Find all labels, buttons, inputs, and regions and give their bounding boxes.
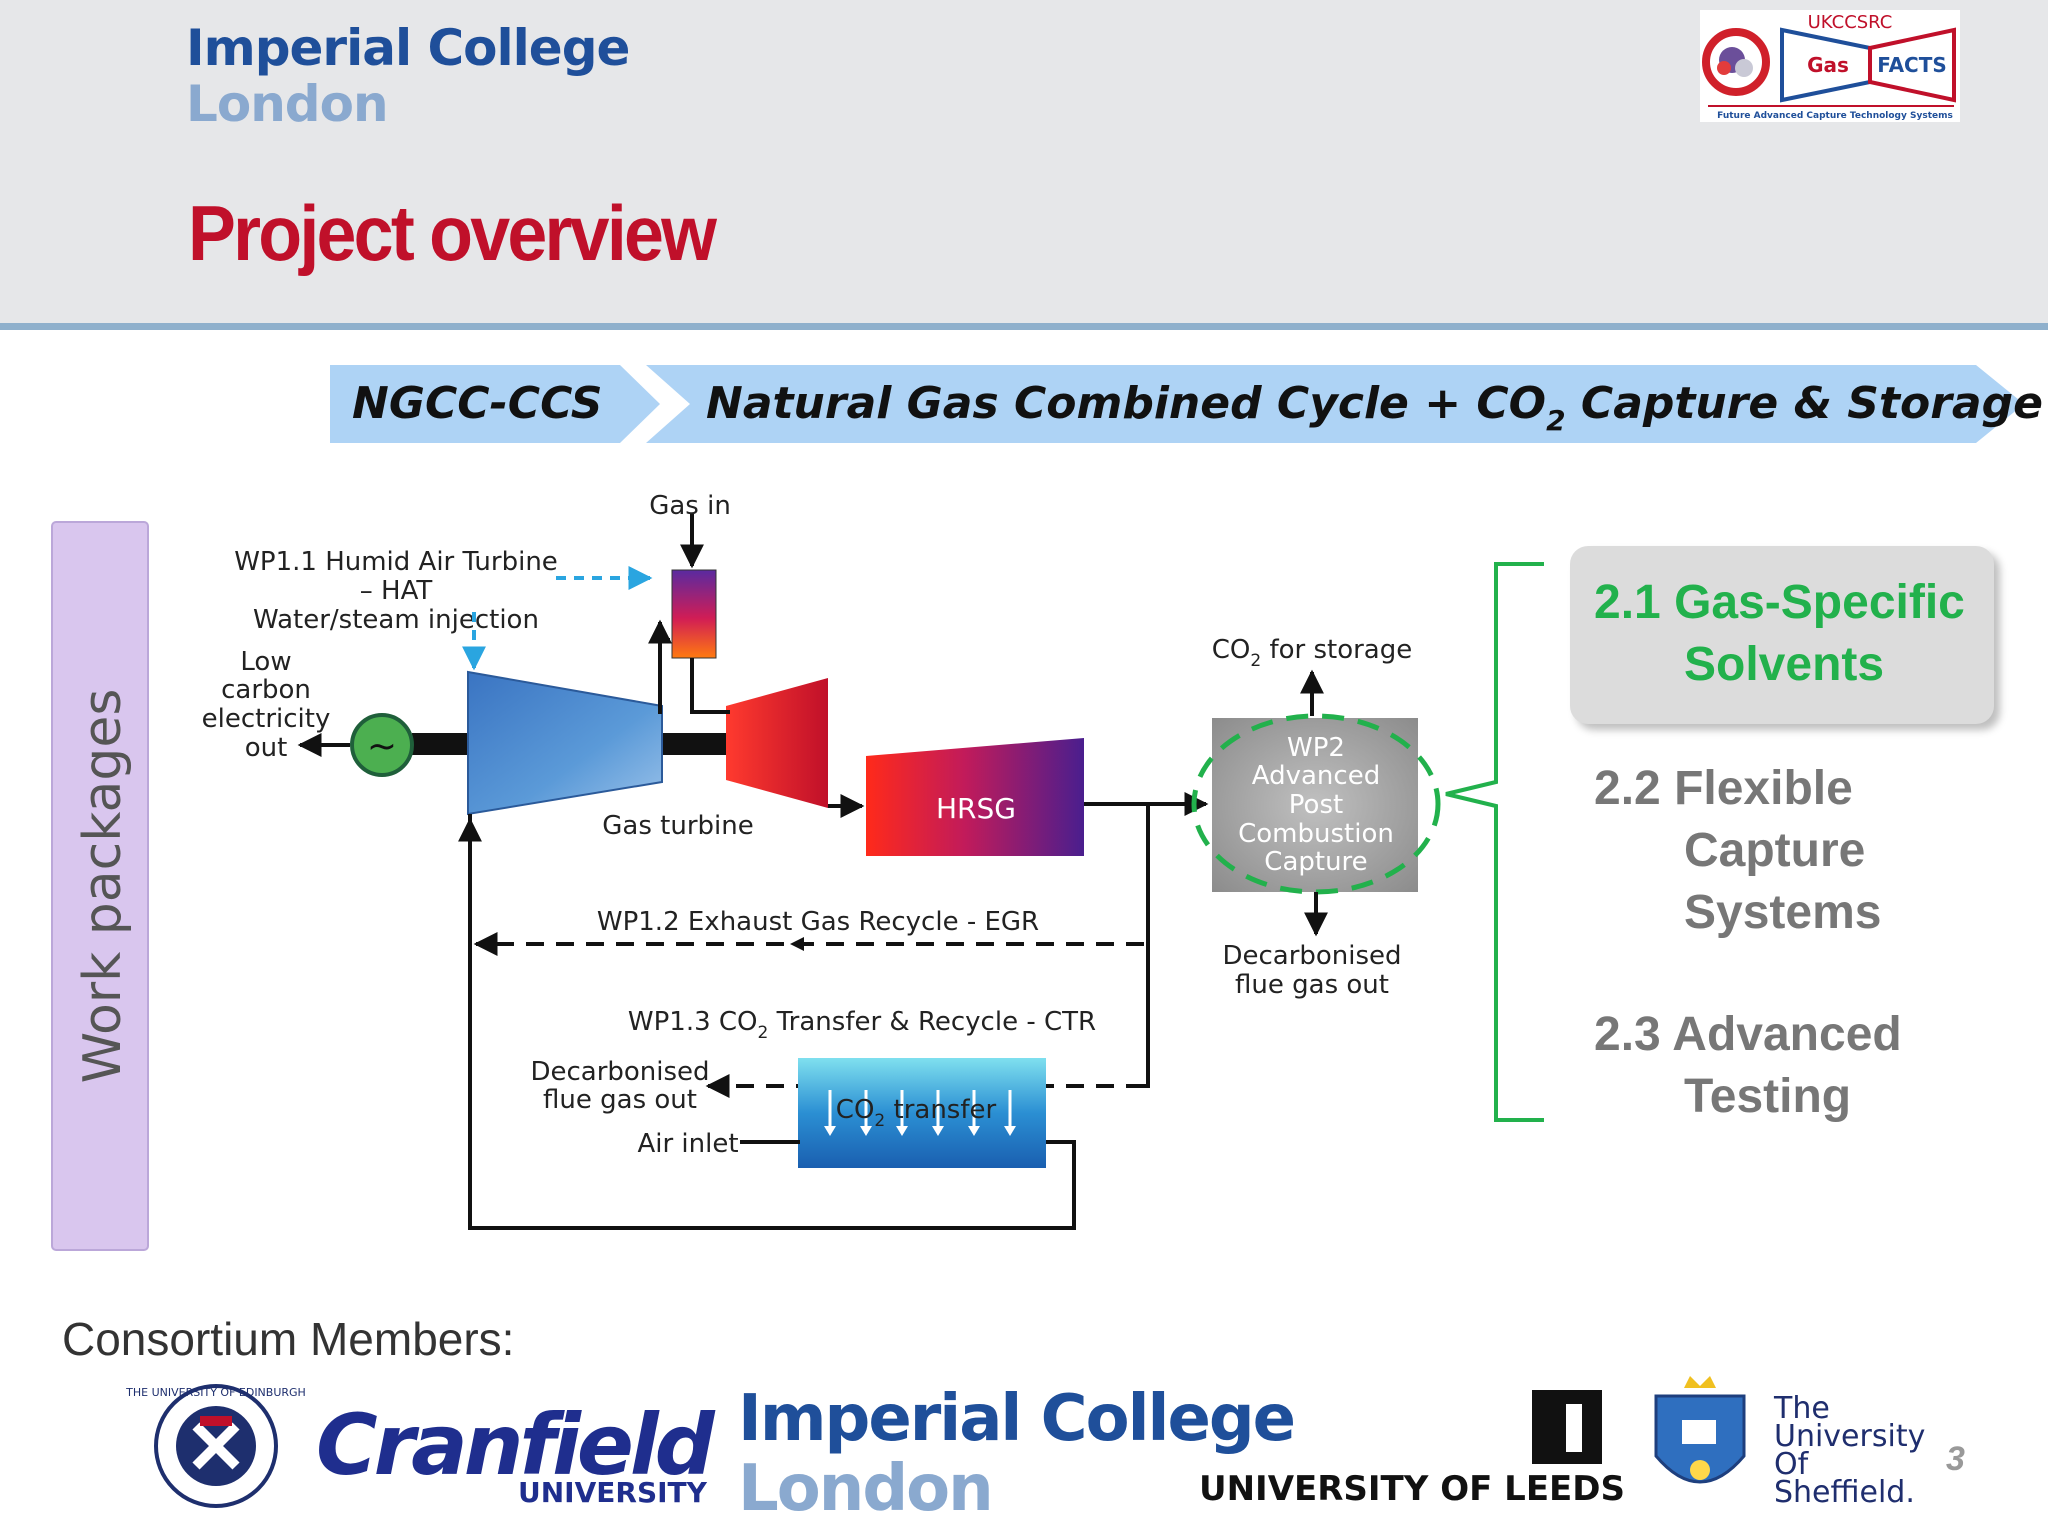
- gas-turbine-label: Gas turbine: [602, 811, 753, 841]
- wp-title-line1: Gas-Specific: [1674, 576, 1965, 629]
- sheffield-line2: University: [1774, 1419, 1925, 1454]
- transfer-arrows: [828, 1090, 1012, 1128]
- work-packages-box: [51, 521, 149, 1251]
- consortium-label: Consortium Members:: [62, 1313, 515, 1365]
- wp2-line5: Capture: [1264, 847, 1367, 877]
- gasfacts-tagline: Future Advanced Capture Technology Syste…: [1717, 111, 1953, 121]
- sheffield-line1: The: [1773, 1391, 1830, 1426]
- wp2-line4: Combustion: [1238, 819, 1394, 849]
- combustor-to-turbine-line: [690, 658, 730, 714]
- green-bracket: [1445, 562, 1544, 1122]
- low-carbon-line1: Low: [240, 647, 291, 677]
- wp-title-line3: Systems: [1684, 886, 1882, 939]
- generator-shaft: [412, 733, 472, 755]
- wp2-line3: Post: [1289, 790, 1343, 820]
- header-divider: [0, 323, 2048, 330]
- compressor-shape: [467, 670, 663, 816]
- work-packages-label: Work packages: [73, 689, 133, 1084]
- wp2-line2: Advanced: [1252, 761, 1380, 791]
- imperial-member-line2: London: [738, 1452, 992, 1526]
- low-carbon-line4: out: [245, 733, 288, 763]
- edinburgh-ring-text: THE UNIVERSITY OF EDINBURGH: [125, 1386, 306, 1399]
- page-number: 3: [1946, 1440, 1965, 1478]
- sheffield-line3: Of: [1774, 1447, 1810, 1482]
- compressor-to-combustor-line: [658, 638, 670, 714]
- decarbonised-right-line1: Decarbonised: [1222, 941, 1401, 971]
- wp-title-line2: Capture: [1684, 824, 1866, 877]
- work-package-2-2: 2.2 Flexible Capture Systems: [1594, 758, 1881, 944]
- leeds-logo-text: UNIVERSITY OF LEEDS: [1199, 1469, 1625, 1509]
- gas-in-label: Gas in: [649, 491, 731, 521]
- work-package-2-1: 2.1 Gas-Specific Solvents: [1594, 572, 1965, 696]
- wp-title-line1: Advanced: [1672, 1008, 1902, 1061]
- banner-long-chevron: [646, 365, 2024, 443]
- highlight-box-2-1: [1570, 546, 1994, 724]
- recirculation-loop-line: [468, 814, 1076, 1230]
- combustor-shape: [671, 569, 717, 659]
- imperial-college-logo: Imperial College London: [186, 19, 630, 133]
- imperial-member-line1: Imperial College: [738, 1382, 1294, 1456]
- wp11-line3: Water/steam injection: [253, 605, 539, 635]
- wp11-line2: – HAT: [360, 576, 433, 606]
- egr-mid-arrow-icon: [790, 937, 804, 951]
- co2-transfer-label: CO2 transfer: [836, 1095, 997, 1131]
- sheffield-crest-icon: [1654, 1376, 1746, 1484]
- decarbonised-right-line2: flue gas out: [1235, 970, 1389, 1000]
- cranfield-university-text: UNIVERSITY: [518, 1476, 708, 1509]
- hrsg-shape: [866, 738, 1084, 856]
- wp13-label: WP1.3 CO2 Transfer & Recycle - CTR: [628, 1007, 1096, 1043]
- low-carbon-line3: electricity: [202, 704, 331, 734]
- logo-line-2: London: [186, 75, 389, 133]
- gasfacts-facts-text: FACTS: [1877, 53, 1947, 77]
- turbine-shaft: [660, 733, 730, 755]
- cranfield-logo: Cranfield: [316, 1396, 716, 1494]
- banner-short-chevron: [330, 365, 660, 443]
- wp11-line1: WP1.1 Humid Air Turbine: [234, 547, 558, 577]
- air-inlet-label: Air inlet: [637, 1129, 738, 1159]
- wp-title-line2: Testing: [1684, 1070, 1852, 1123]
- generator-symbol: ~: [367, 726, 397, 767]
- page-title: Project overview: [188, 189, 717, 277]
- hrsg-label: HRSG: [936, 792, 1016, 825]
- gasfacts-top-text: UKCCSRC: [1808, 12, 1893, 33]
- wp-number: 2.2: [1594, 762, 1661, 815]
- low-carbon-line2: carbon: [221, 675, 311, 705]
- co2-transfer-unit: [798, 1058, 1046, 1168]
- banner-long-text: Natural Gas Combined Cycle + CO2 Capture…: [706, 378, 2043, 437]
- edinburgh-logo: THE UNIVERSITY OF EDINBURGH: [125, 1384, 306, 1508]
- logo-line-1: Imperial College: [186, 19, 630, 77]
- turbine-shape: [726, 678, 828, 808]
- gasfacts-logo: UKCCSRC Gas FACTS Future Advanced Captur…: [1700, 10, 1960, 122]
- gasfacts-ring-icon: [1702, 28, 1770, 96]
- decarbonised-left-line1: Decarbonised: [530, 1057, 709, 1087]
- decarbonised-left-line2: flue gas out: [543, 1085, 697, 1115]
- wp-number: 2.1: [1594, 576, 1661, 629]
- work-package-2-3: 2.3 Advanced Testing: [1594, 1004, 1902, 1128]
- wp-number: 2.3: [1594, 1008, 1661, 1061]
- wp2-box: [1212, 718, 1418, 892]
- co2-storage-label: CO2 for storage: [1212, 635, 1413, 671]
- wp2-line1: WP2: [1287, 733, 1345, 763]
- wp12-label: WP1.2 Exhaust Gas Recycle - EGR: [597, 907, 1039, 937]
- wp-title-line2: Solvents: [1684, 638, 1885, 691]
- banner-short-text: NGCC-CCS: [352, 378, 603, 429]
- sheffield-line4: Sheffield.: [1774, 1475, 1915, 1510]
- generator-icon: [350, 713, 414, 777]
- gasfacts-gas-text: Gas: [1807, 53, 1849, 77]
- wp-title-line1: Flexible: [1674, 762, 1853, 815]
